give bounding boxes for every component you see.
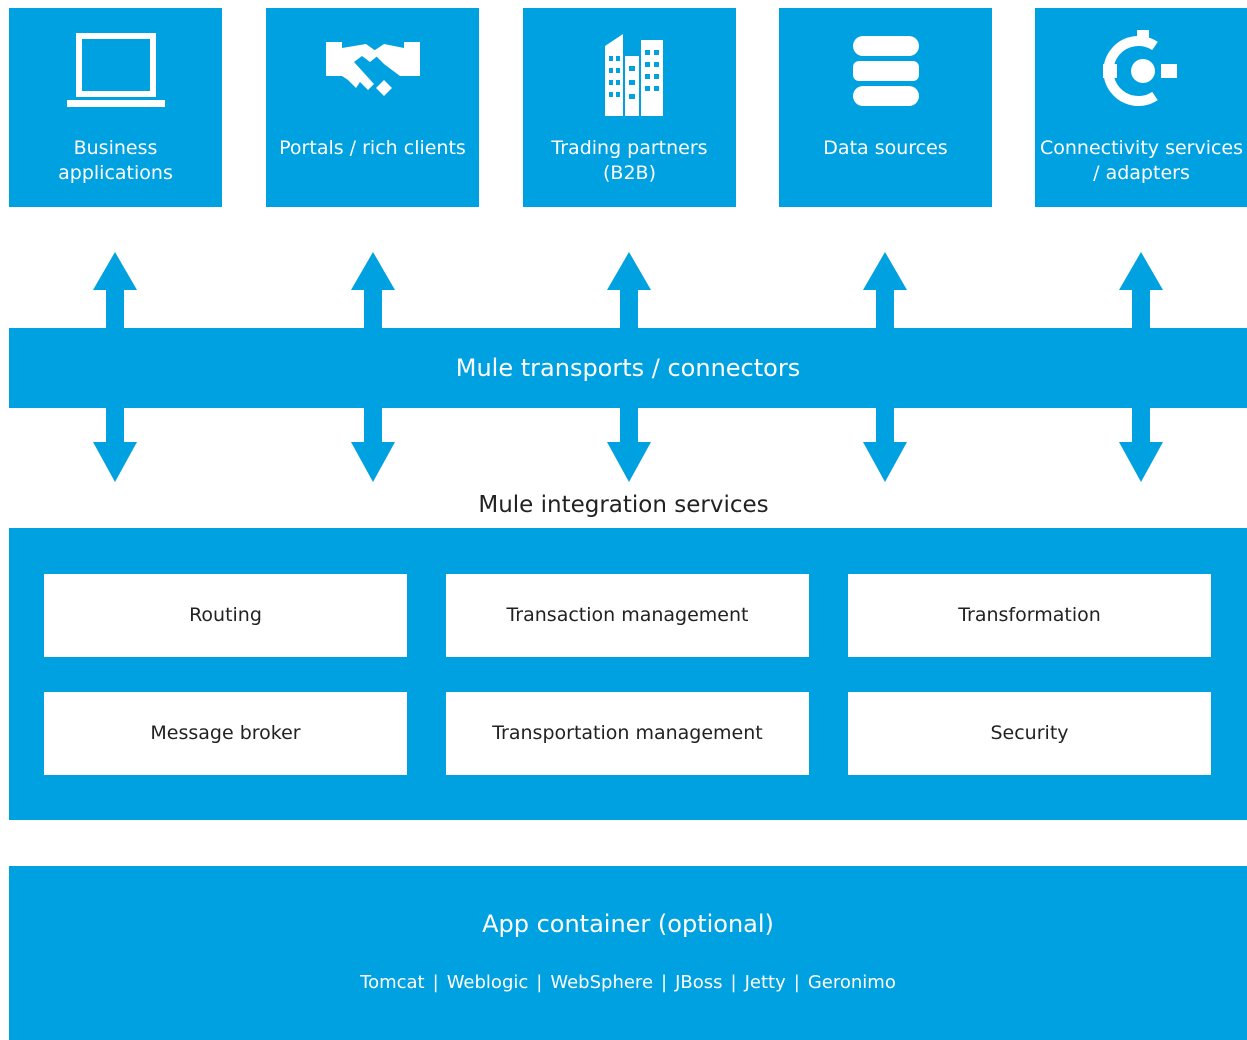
- server-geronimo: Geronimo: [807, 972, 896, 993]
- app-container-panel: App container (optional) Tomcat|Weblogic…: [9, 866, 1247, 1040]
- top-box-label: Trading partners (B2B): [551, 137, 708, 184]
- transports-title: Mule transports / connectors: [455, 354, 801, 382]
- top-box-label: Business applications: [58, 137, 173, 184]
- server-jboss: JBoss: [675, 972, 723, 993]
- business-applications-box: Business applications: [9, 8, 222, 207]
- server-tomcat: Tomcat: [360, 972, 425, 993]
- server-weblogic: Weblogic: [446, 972, 529, 993]
- service-transportation-management: Transportation management: [446, 692, 809, 775]
- handshake-icon: [266, 26, 479, 126]
- database-icon: [779, 26, 992, 126]
- top-box-label: Data sources: [823, 137, 948, 159]
- top-box-label: Portals / rich clients: [279, 137, 466, 159]
- trading-partners-box: Trading partners (B2B): [523, 8, 736, 207]
- up-arrow: [607, 252, 651, 330]
- service-routing: Routing: [44, 574, 407, 657]
- integration-services-panel: Routing Transaction management Transform…: [9, 528, 1247, 820]
- mule-transports-band: Mule transports / connectors: [9, 328, 1247, 408]
- up-arrow: [863, 252, 907, 330]
- portals-rich-clients-box: Portals / rich clients: [266, 8, 479, 207]
- up-arrow: [93, 252, 137, 330]
- service-security: Security: [848, 692, 1211, 775]
- server-jetty: Jetty: [744, 972, 786, 993]
- top-box-label: Connectivity services / adapters: [1039, 137, 1244, 184]
- data-sources-box: Data sources: [779, 8, 992, 207]
- down-arrow: [863, 406, 907, 482]
- up-arrow: [351, 252, 395, 330]
- down-arrow: [351, 406, 395, 482]
- up-arrow: [1119, 252, 1163, 330]
- app-container-title: App container (optional): [482, 910, 774, 938]
- integration-services-title: Mule integration services: [478, 492, 769, 518]
- down-arrow: [607, 406, 651, 482]
- connectivity-services-box: Connectivity services / adapters: [1035, 8, 1247, 207]
- buildings-icon: [523, 26, 736, 126]
- service-message-broker: Message broker: [44, 692, 407, 775]
- server-websphere: WebSphere: [550, 972, 654, 993]
- app-server-list: Tomcat|Weblogic|WebSphere|JBoss|Jetty|Ge…: [360, 972, 896, 993]
- connector-icon: [1035, 26, 1247, 126]
- down-arrow: [93, 406, 137, 482]
- service-transformation: Transformation: [848, 574, 1211, 657]
- laptop-icon: [9, 26, 222, 126]
- down-arrow: [1119, 406, 1163, 482]
- service-transaction-management: Transaction management: [446, 574, 809, 657]
